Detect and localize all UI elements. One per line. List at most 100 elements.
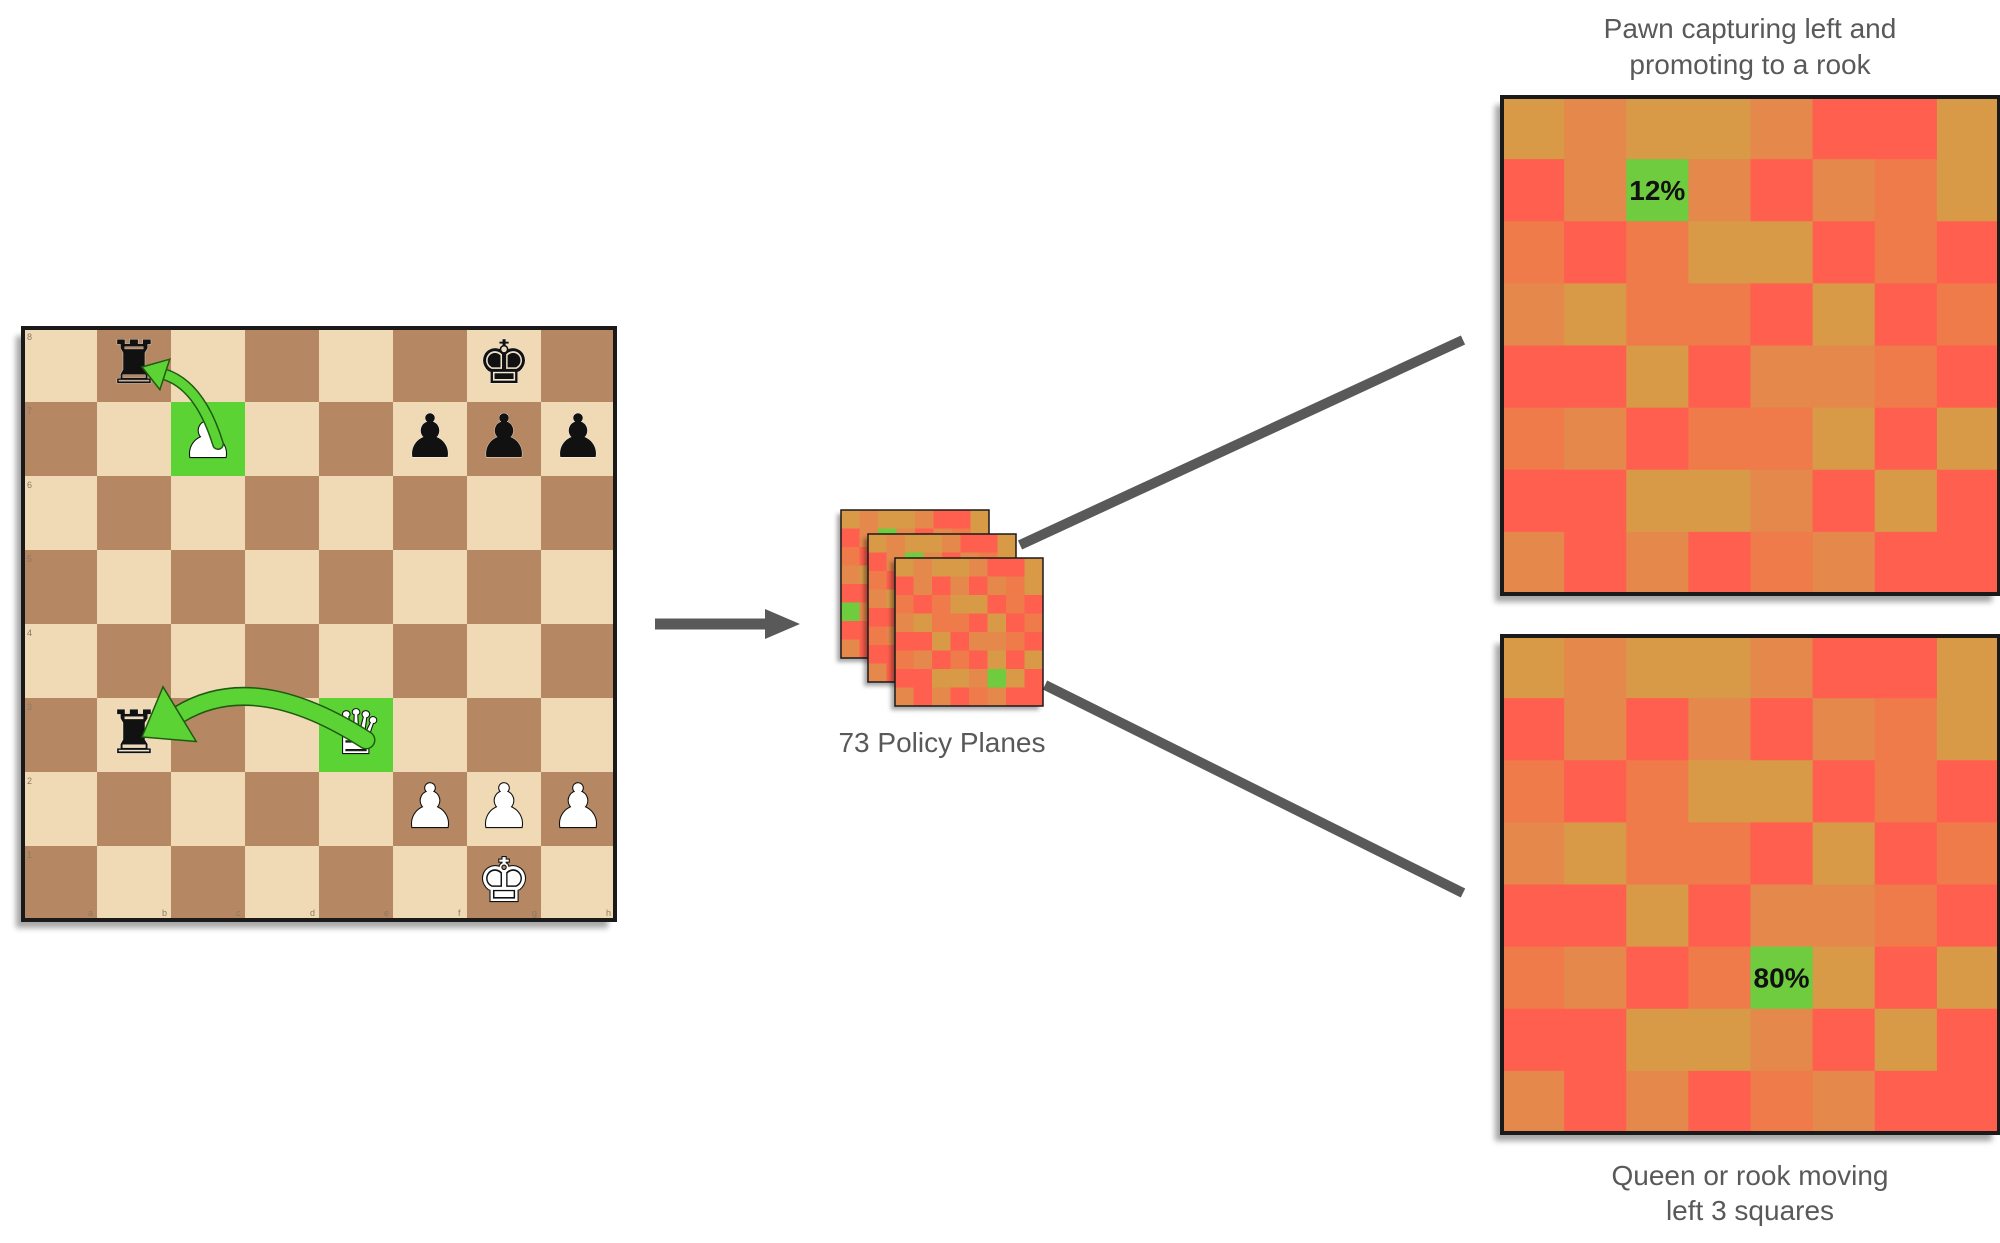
output-plane-2-cell — [1626, 822, 1689, 885]
rank-label: 3 — [27, 702, 32, 712]
output-plane-2-cell — [1502, 946, 1565, 1010]
board-square-g3 — [467, 698, 541, 772]
stack-plane-3-cell — [1006, 687, 1025, 707]
stack-plane-3-cell — [950, 576, 970, 596]
output-plane-1-cell — [1812, 221, 1876, 284]
board-square-a8 — [23, 328, 97, 402]
stack-plane-3-cell — [1024, 687, 1044, 707]
board-square-g6 — [467, 476, 541, 550]
output-plane-2-cell — [1502, 822, 1565, 885]
board-square-d7 — [245, 402, 319, 476]
output-plane-1-cell — [1750, 407, 1814, 471]
board-square-h5 — [541, 550, 615, 624]
stack-plane-1-cell — [970, 510, 990, 529]
rank-label: 6 — [27, 480, 32, 490]
output-plane-1-cell — [1688, 97, 1751, 160]
stack-plane-1-cell — [841, 602, 860, 622]
output-plane-2-cell — [1812, 698, 1876, 761]
output-plane-2-cell — [1812, 946, 1876, 1010]
black-pawn-f7: ♟ — [403, 402, 457, 472]
board-square-g5 — [467, 550, 541, 624]
board-square-d4 — [245, 624, 319, 698]
board-square-h6 — [541, 476, 615, 550]
output-plane-1-cell — [1564, 469, 1627, 533]
stack-plane-3-cell — [895, 613, 914, 633]
output-plane-1-cell — [1936, 221, 2000, 284]
stack-plane-1-cell — [841, 584, 860, 603]
stack-plane-3-cell — [1006, 632, 1025, 651]
output-plane-2-cell — [1626, 760, 1689, 823]
policy-plane-stack — [840, 509, 1044, 707]
board-square-f2 — [393, 772, 467, 846]
output-plane-2-cell — [1936, 1008, 2000, 1072]
output-plane-2-cell — [1874, 698, 1938, 761]
board-square-a7 — [23, 402, 97, 476]
output-plane-1-cell — [1688, 283, 1751, 346]
stack-plane-3-cell — [1024, 558, 1044, 577]
stack-plane-3-cell — [969, 669, 988, 688]
output-plane-2-cell — [1936, 822, 2000, 885]
board-square-b7 — [97, 402, 171, 476]
board-square-c6 — [171, 476, 245, 550]
file-label: g — [532, 908, 537, 918]
board-square-h2 — [541, 772, 615, 846]
output-plane-1-cell — [1874, 407, 1938, 471]
stack-plane-3-cell — [1006, 650, 1025, 670]
arrow-queen-move-head — [140, 685, 198, 743]
board-square-f3 — [393, 698, 467, 772]
stack-plane-3-cell — [932, 632, 951, 651]
stack-plane-2-cell — [942, 534, 961, 553]
white-pawn-g2: ♟ — [477, 772, 531, 842]
stack-plane-3-cell — [1024, 576, 1044, 596]
output-plane-2-cell — [1688, 1008, 1751, 1072]
board-square-e5 — [319, 550, 393, 624]
output-plane-2-cell — [1750, 884, 1814, 948]
stack-plane-2-cell — [868, 626, 887, 646]
output-plane-1-cell — [1936, 97, 2000, 160]
black-king-g8: ♚ — [477, 328, 531, 398]
stack-plane-1-cell — [841, 639, 860, 659]
stack-plane-3-cell — [987, 632, 1007, 651]
output-plane-1-cell — [1936, 407, 2000, 471]
stack-plane-3-cell — [895, 650, 914, 670]
board-square-h1 — [541, 846, 615, 920]
stack-plane-1-cell — [841, 621, 860, 640]
stack-plane-3-cell — [895, 632, 914, 651]
rank-label: 1 — [27, 850, 32, 860]
connector-line-bottom — [1042, 680, 1466, 898]
output-plane-2-cell — [1564, 760, 1627, 823]
output-plane-2-cell — [1936, 698, 2000, 761]
stack-plane-3-cell — [987, 687, 1007, 707]
stack-plane-1-cell — [841, 528, 860, 548]
file-label: f — [458, 908, 461, 918]
stack-plane-3-cell — [987, 595, 1007, 614]
board-square-f5 — [393, 550, 467, 624]
output-plane-1-cell — [1874, 283, 1938, 346]
output-plane-2-cell — [1688, 946, 1751, 1010]
stack-plane-3-cell — [913, 576, 933, 596]
board-square-a5 — [23, 550, 97, 624]
output-plane-1-cell — [1564, 283, 1627, 346]
stack-plane-3-cell — [1024, 613, 1044, 633]
black-pawn-g7: ♟ — [477, 402, 531, 472]
output-plane-1-cell — [1688, 531, 1751, 595]
stack-plane-2-cell — [960, 534, 980, 553]
stack-plane-1-cell — [859, 510, 879, 529]
arrow-pawn-promotion-shaft — [160, 369, 223, 449]
output-plane-1-cell — [1750, 469, 1814, 533]
output-plane-1-probability-label: 12% — [1629, 175, 1685, 206]
stack-plane-3-cell — [1024, 595, 1044, 614]
output-plane-2-cell — [1502, 884, 1565, 948]
stack-plane-3-cell — [950, 613, 970, 633]
output-plane-2-cell — [1750, 946, 1814, 1010]
file-label: c — [236, 908, 241, 918]
board-square-g2 — [467, 772, 541, 846]
output-plane-1-cell — [1626, 531, 1689, 595]
board-square-c4 — [171, 624, 245, 698]
stack-plane-3-cell — [969, 650, 988, 670]
board-square-f8 — [393, 328, 467, 402]
output-plane-2-cell — [1812, 822, 1876, 885]
board-square-e4 — [319, 624, 393, 698]
stack-plane-3-cell — [913, 558, 933, 577]
stack-plane-3-cell — [895, 558, 914, 577]
